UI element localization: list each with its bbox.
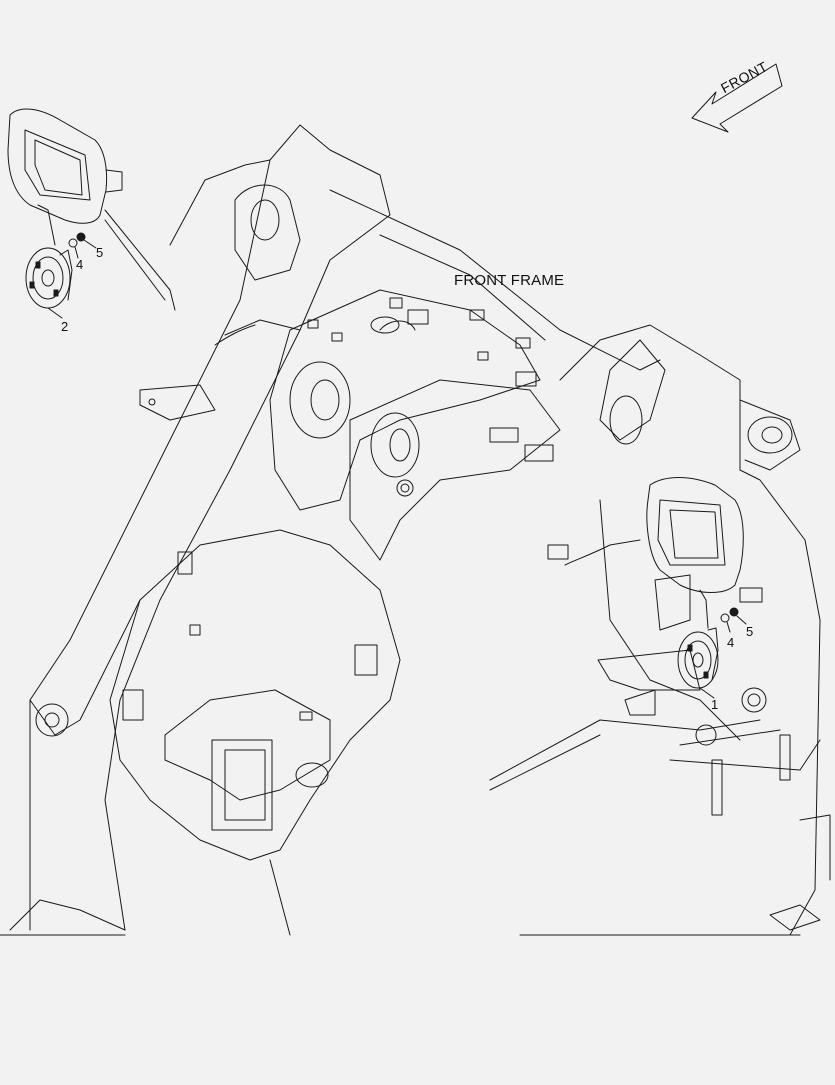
left-washer-icon	[69, 239, 77, 247]
callout-left-horn: 2	[61, 319, 69, 334]
callout-right-horn: 1	[711, 697, 719, 712]
direction-arrow-icon	[692, 64, 782, 132]
leader-2	[48, 308, 62, 318]
right-work-lamp	[647, 478, 743, 593]
right-bolt-icon	[730, 608, 738, 616]
left-horn-bracket	[105, 210, 215, 420]
front-frame-lower-plate	[110, 530, 400, 860]
leader-5-left	[84, 240, 96, 248]
left-work-lamp	[8, 109, 122, 223]
leader-1	[700, 688, 714, 698]
front-frame-cross-member	[225, 190, 660, 559]
diagram-title: FRONT FRAME	[454, 272, 565, 289]
front-frame-left-member	[10, 125, 390, 930]
left-bolt-icon	[77, 233, 85, 241]
right-horn-icon	[678, 590, 718, 688]
front-frame-right-member	[490, 325, 830, 935]
callout-left-bolt: 5	[96, 245, 104, 260]
callout-right-bolt: 5	[746, 624, 754, 639]
front-frame-base	[0, 860, 800, 935]
wiring-harness	[215, 325, 640, 565]
leader-4-right	[727, 622, 730, 632]
leader-5-right	[737, 616, 746, 624]
callout-right-washer: 4	[727, 635, 735, 650]
front-frame-center	[270, 290, 560, 560]
right-lamp-bracket	[598, 575, 700, 715]
leader-4-left	[75, 247, 78, 258]
callout-left-washer: 4	[76, 257, 84, 272]
right-washer-icon	[721, 614, 729, 622]
